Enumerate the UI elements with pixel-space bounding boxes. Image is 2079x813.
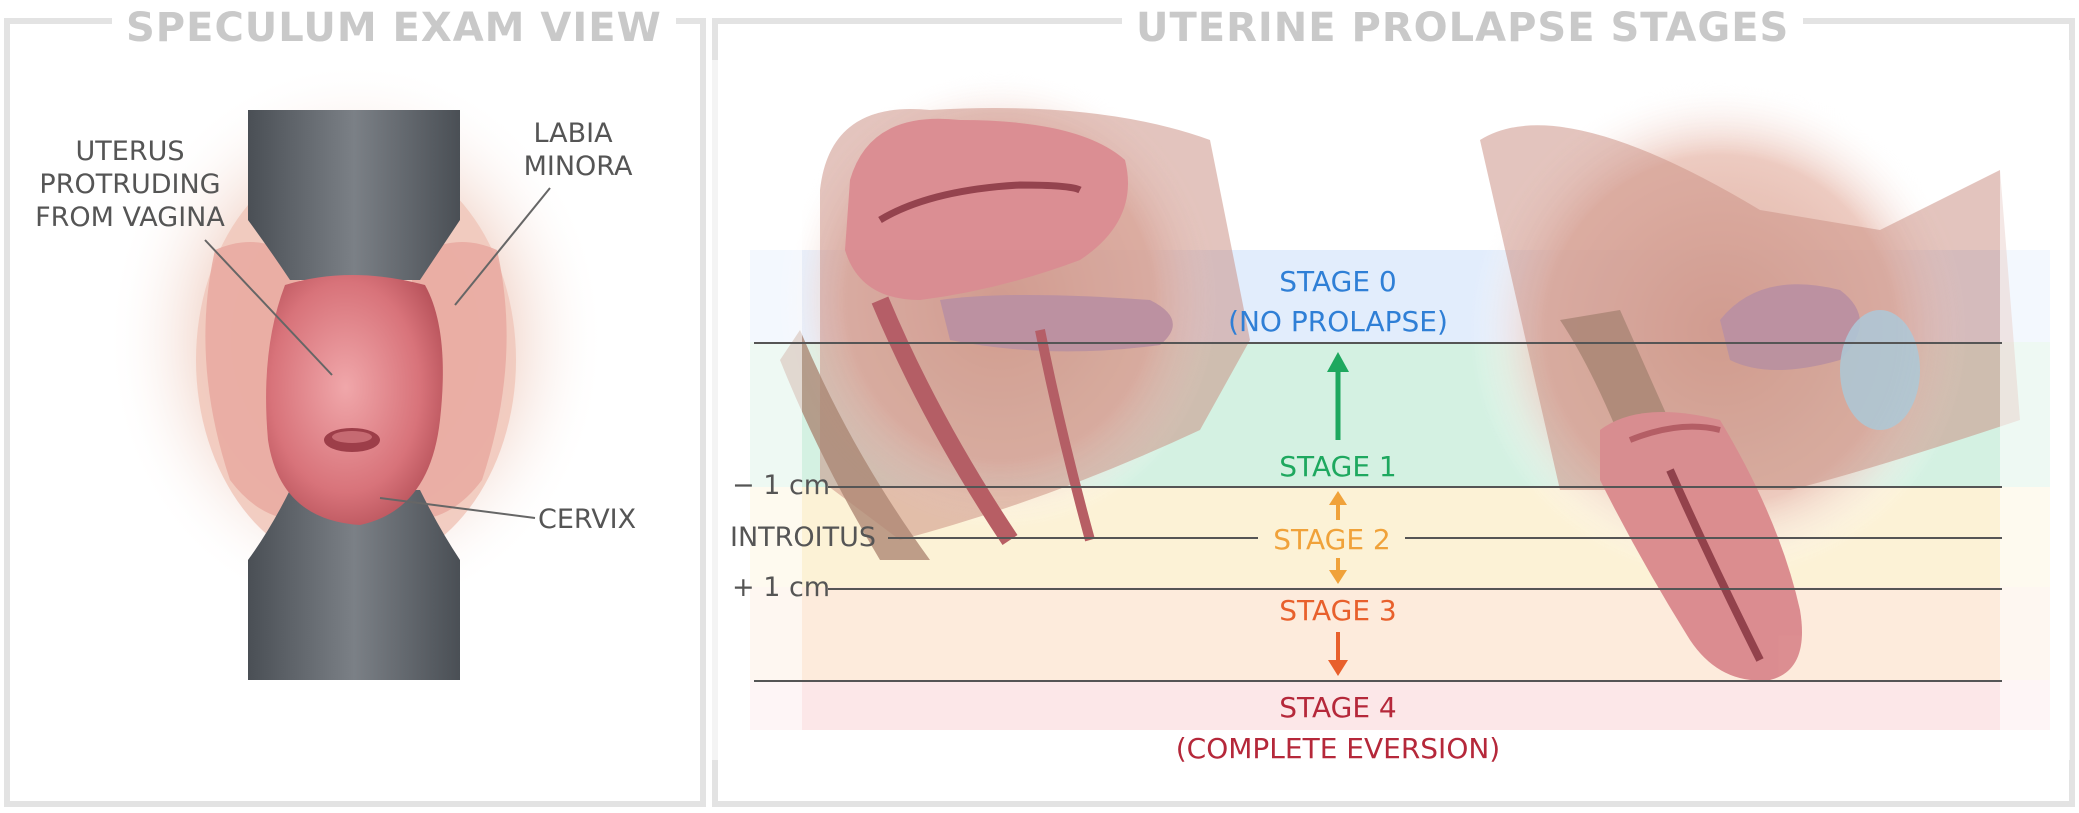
protruding-uterus	[266, 275, 443, 525]
label-uterus-line2: PROTRUDING	[39, 169, 220, 200]
speculum-upper-blade	[248, 110, 460, 280]
stage3-band	[750, 587, 2050, 680]
normal-bladder	[940, 295, 1173, 352]
normal-pelvis-illustration	[780, 70, 1250, 560]
stage4-label-line1: STAGE 4	[1279, 691, 1396, 724]
label-labia-line2: MINORA	[524, 151, 633, 182]
label-labia-line1: LABIA	[533, 118, 613, 149]
label-uterus-line3: FROM VAGINA	[35, 202, 225, 233]
stage3-label: STAGE 3	[1279, 594, 1396, 627]
labia-minora-right	[412, 242, 507, 520]
normal-uterus	[845, 118, 1128, 300]
prolapse-stages-panel-title: UTERINE PROLAPSE STAGES	[1122, 8, 1804, 48]
speculum-lower-blade	[248, 490, 460, 680]
stage1-label: STAGE 1	[1279, 450, 1396, 483]
minus-1cm-label: − 1 cm	[732, 470, 830, 501]
speculum-panel-title: SPECULUM EXAM VIEW	[112, 8, 676, 48]
label-uterus-line1: UTERUS	[76, 136, 185, 167]
introitus-label: INTROITUS	[730, 522, 876, 553]
stage2-label: STAGE 2	[1273, 523, 1390, 556]
stage0-label-line2: (NO PROLAPSE)	[1228, 305, 1448, 338]
stage4-band	[750, 680, 2050, 730]
prolapsed-pelvis-illustration	[1470, 80, 2020, 681]
plus-1cm-label: + 1 cm	[732, 572, 830, 603]
stage4-label-line2: (COMPLETE EVERSION)	[1176, 732, 1500, 765]
label-cervix: CERVIX	[538, 504, 636, 535]
stage0-label-line1: STAGE 0	[1279, 265, 1396, 298]
